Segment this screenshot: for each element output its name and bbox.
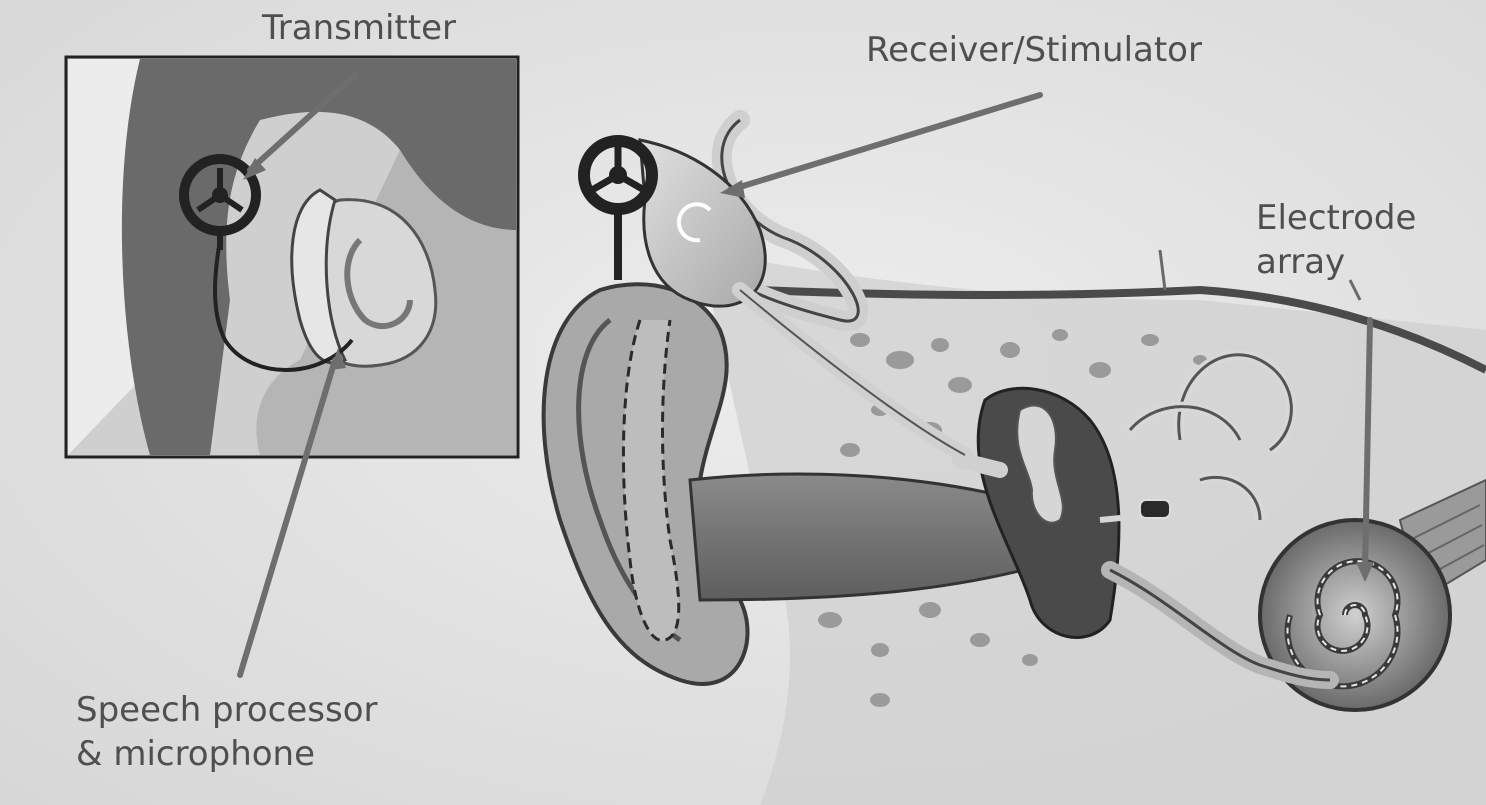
- inset-head-illustration: [66, 57, 518, 457]
- electrode-array-label: Electrode array: [1256, 196, 1416, 284]
- transmitter-label: Transmitter: [262, 6, 456, 50]
- speech-processor-label-line-1: Speech processor: [76, 688, 377, 732]
- receiver-stimulator-label: Receiver/Stimulator: [866, 28, 1202, 72]
- electrode-array-label-line-1: Electrode: [1256, 196, 1416, 240]
- speech-processor-label-line-2: & microphone: [76, 732, 377, 776]
- speech-processor-label: Speech processor & microphone: [76, 688, 377, 776]
- electrode-array-label-line-2: array: [1256, 240, 1416, 284]
